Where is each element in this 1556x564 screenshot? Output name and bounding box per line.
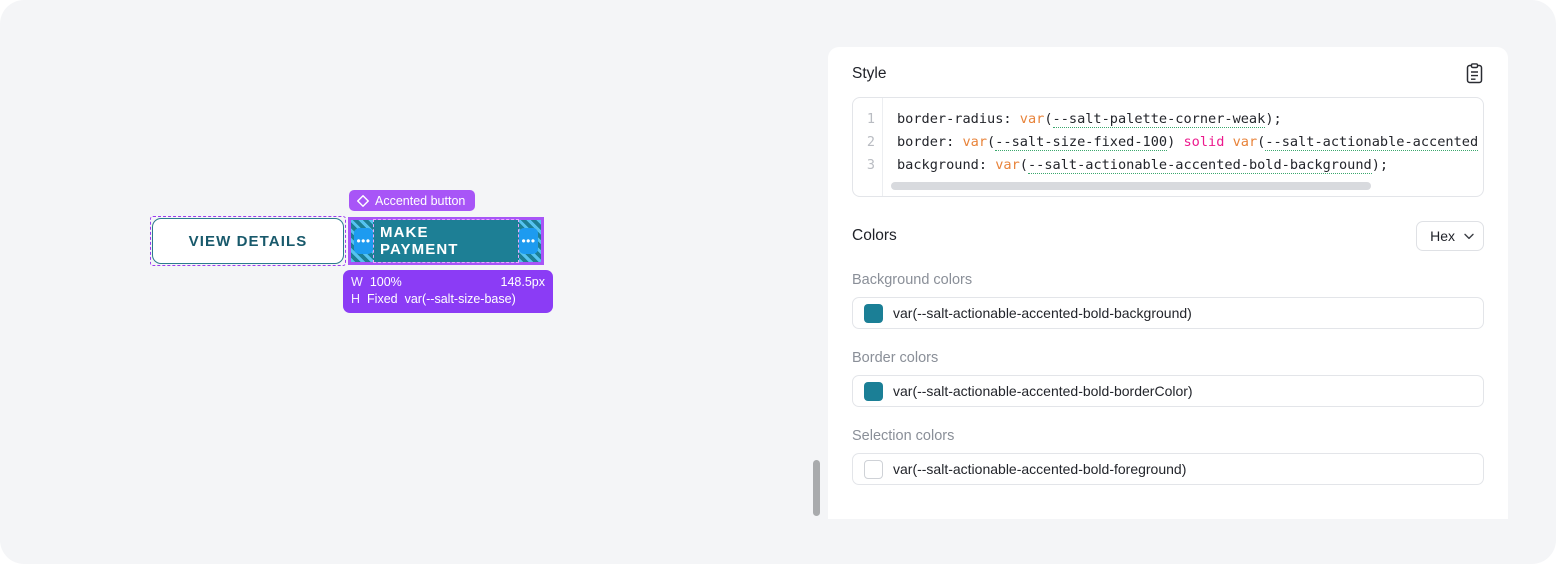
height-mode: Fixed [367, 292, 398, 306]
make-payment-label: MAKE PAYMENT [373, 219, 519, 263]
code-token: border: [897, 134, 963, 150]
code-token: var [1232, 134, 1258, 150]
style-code-editor[interactable]: 1 2 3 border-radius: var(--salt-palette-… [852, 97, 1484, 197]
color-value-field[interactable]: var(--salt-actionable-accented-bold-back… [852, 297, 1484, 329]
color-group: Background colors var(--salt-actionable-a… [852, 272, 1484, 329]
code-line-numbers: 1 2 3 [853, 98, 883, 196]
code-token: --salt-actionable-accented-bold-backgrou… [1027, 157, 1372, 174]
code-token [1224, 134, 1232, 150]
code-token: background: [897, 157, 996, 173]
view-details-label: VIEW DETAILS [188, 232, 308, 250]
color-token-value: var(--salt-actionable-accented-bold-bord… [893, 383, 1193, 399]
dimension-row-width: W 100% 148.5px [351, 274, 545, 291]
color-group: Selection colors var(--salt-actionable-ac… [852, 428, 1484, 485]
code-token: var [962, 134, 988, 150]
color-group-label: Background colors [852, 272, 973, 288]
line-number: 1 [866, 111, 875, 127]
code-content[interactable]: border-radius: var(--salt-palette-corner… [883, 98, 1483, 196]
code-token: --salt-palette-corner-weak [1052, 111, 1266, 128]
color-value-field[interactable]: var(--salt-actionable-accented-bold-bord… [852, 375, 1484, 407]
code-token: ( [1257, 134, 1266, 150]
width-mode: 100% [369, 275, 402, 289]
height-value: var(--salt-size-base) [404, 292, 516, 306]
color-token-value: var(--salt-actionable-accented-bold-back… [893, 305, 1192, 321]
diamond-icon [357, 194, 369, 207]
design-canvas[interactable]: VIEW DETAILS Accented button MAKE PAYMEN… [0, 0, 820, 564]
height-key: H [351, 292, 361, 306]
code-line: border-radius: var(--salt-palette-corner… [897, 108, 1483, 131]
width-key: W [351, 275, 363, 289]
code-line: border: var(--salt-size-fixed-100) solid… [897, 131, 1483, 154]
code-token: ); [1265, 111, 1282, 127]
resize-handle-left-glyph: ••• [356, 234, 371, 248]
code-token: var [995, 157, 1020, 173]
code-token: border-radius: [897, 111, 1020, 127]
style-section-title: Style [852, 64, 887, 82]
code-line: background: var(--salt-actionable-accent… [897, 154, 1483, 177]
colors-section-header: Colors Hex [852, 221, 1484, 251]
color-swatch[interactable] [864, 381, 883, 401]
dimension-tooltip: W 100% 148.5px H Fixed var(--salt-size-b… [343, 270, 553, 313]
code-token: ( [1019, 157, 1028, 173]
make-payment-fill: MAKE PAYMENT [373, 219, 519, 263]
code-token: --salt-actionable-accented [1265, 134, 1479, 151]
panel-scrollbar-thumb[interactable] [813, 460, 820, 516]
code-token: solid [1183, 134, 1225, 150]
color-swatch[interactable] [864, 459, 883, 479]
component-name-label: Accented button [375, 193, 466, 208]
color-group: Border colors var(--salt-actionable-accen… [852, 350, 1484, 407]
dimension-row-height: H Fixed var(--salt-size-base) [351, 291, 545, 308]
style-section-header: Style [852, 63, 1484, 84]
resize-handle-right[interactable]: ••• [519, 228, 538, 254]
component-name-badge[interactable]: Accented button [349, 190, 476, 211]
code-token: ); [1371, 157, 1389, 173]
view-details-button[interactable]: VIEW DETAILS [152, 218, 344, 264]
line-number: 2 [866, 134, 875, 150]
color-token-value: var(--salt-actionable-accented-bold-fore… [893, 461, 1187, 477]
color-group-label: Selection colors [852, 428, 955, 444]
color-group-label: Border colors [852, 350, 939, 366]
make-payment-button[interactable]: MAKE PAYMENT ••• ••• [348, 217, 544, 265]
colors-section-title: Colors [852, 227, 897, 244]
code-token: ( [1044, 111, 1053, 127]
width-value: 148.5px [500, 275, 545, 289]
inspect-panel: Style 1 2 3 [828, 47, 1508, 519]
code-horizontal-scrollbar[interactable] [891, 182, 1483, 190]
chevron-down-icon [1464, 233, 1474, 240]
code-token: ( [987, 134, 996, 150]
color-format-select[interactable]: Hex [1416, 221, 1484, 251]
code-token: ) [1167, 134, 1184, 150]
color-groups: Background colors var(--salt-actionable-a… [852, 272, 1484, 485]
code-token: var [1019, 111, 1045, 127]
code-token: --salt-size-fixed-100 [995, 134, 1168, 151]
color-format-value: Hex [1430, 228, 1455, 244]
resize-handle-right-glyph: ••• [521, 234, 536, 248]
color-swatch[interactable] [864, 303, 883, 323]
line-number: 3 [866, 157, 875, 173]
code-scrollbar-thumb[interactable] [891, 182, 1371, 190]
resize-handle-left[interactable]: ••• [354, 228, 373, 254]
color-value-field[interactable]: var(--salt-actionable-accented-bold-fore… [852, 453, 1484, 485]
clipboard-icon[interactable] [1465, 63, 1484, 84]
